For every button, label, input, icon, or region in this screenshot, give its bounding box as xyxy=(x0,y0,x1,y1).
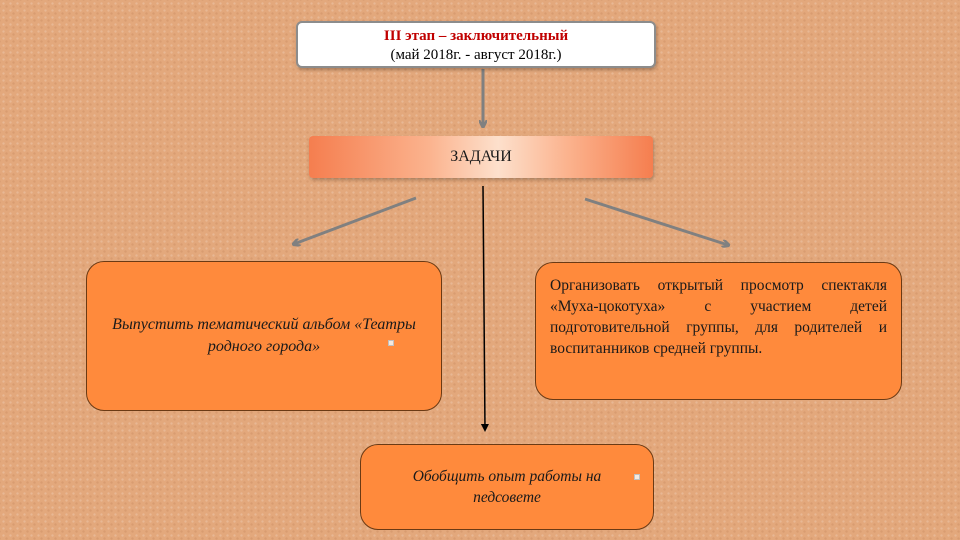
stage-title: III этап – заключительный xyxy=(383,28,569,44)
text-marker xyxy=(388,340,394,346)
task-experience-text: Обобщить опыт работы на педсовете xyxy=(412,468,602,506)
arrow-tasks-to-right xyxy=(584,197,728,245)
text-marker xyxy=(634,474,640,480)
task-experience: Обобщить опыт работы на педсовете xyxy=(360,444,654,530)
stage-dates: (май 2018г. - август 2018г.) xyxy=(390,47,562,63)
task-performance: Организовать открытый просмотр спектакля… xyxy=(535,262,902,400)
task-album-text: Выпустить тематический альбом «Театры ро… xyxy=(112,316,416,355)
tasks-header: ЗАДАЧИ xyxy=(309,136,653,178)
arrow-tasks-to-left xyxy=(294,196,417,244)
arrow-tasks-to-bottom xyxy=(480,185,489,432)
task-album: Выпустить тематический альбом «Театры ро… xyxy=(86,261,442,411)
stage-box: III этап – заключительный (май 2018г. - … xyxy=(296,21,656,68)
task-performance-text: Организовать открытый просмотр спектакля… xyxy=(550,277,887,357)
